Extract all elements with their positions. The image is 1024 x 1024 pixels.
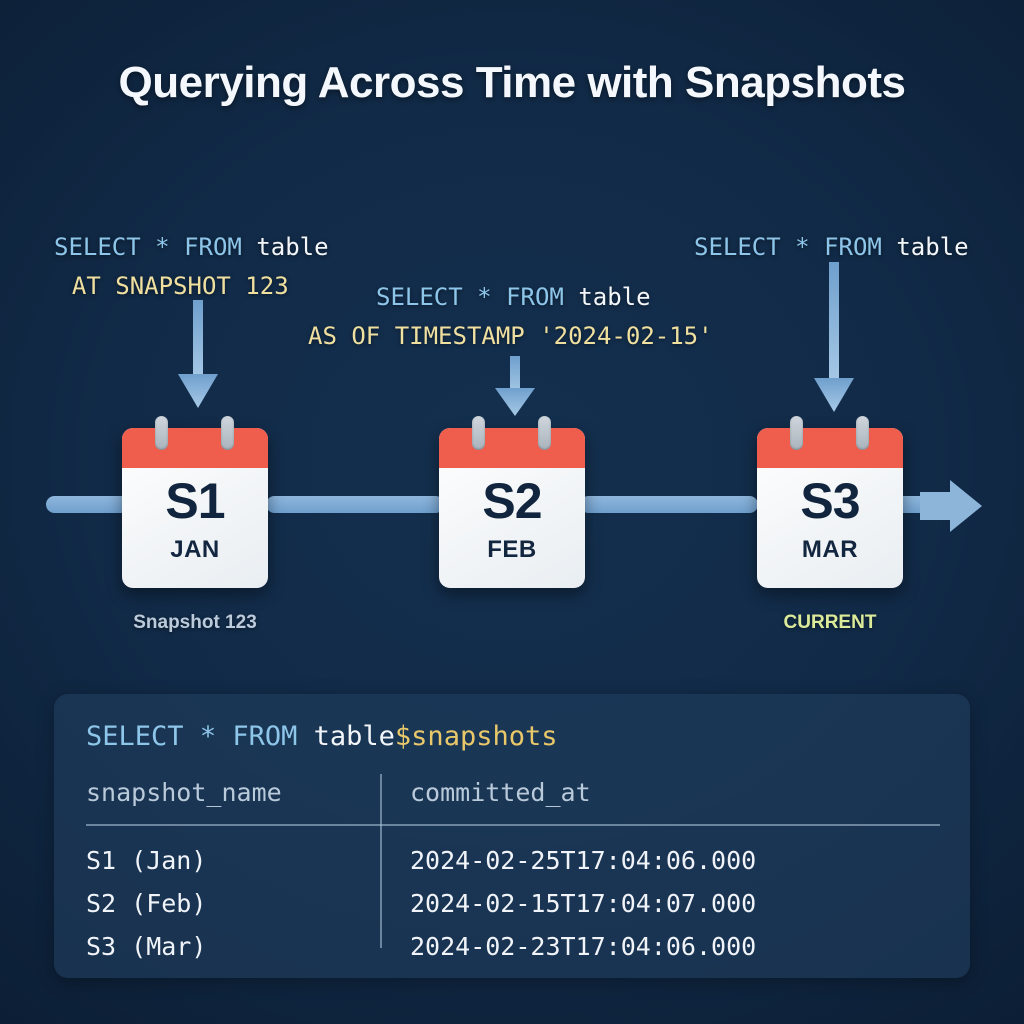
calendar-header: [122, 428, 268, 468]
arrow-down-to-s1: [178, 300, 218, 408]
sql-identifier-table: table: [578, 283, 651, 311]
sql-clause-as-of-timestamp: AS OF TIMESTAMP '2024-02-15': [308, 321, 713, 350]
sql-identifier-table: table: [896, 233, 969, 261]
table-header-divider: [86, 824, 940, 826]
snapshot-month: MAR: [801, 536, 859, 563]
calendar-ring-icon: [856, 416, 869, 450]
sql-keyword-select: SELECT: [86, 721, 184, 752]
sql-keyword-select: SELECT: [376, 283, 463, 311]
timeline-arrowhead-icon: [920, 480, 982, 532]
snapshot-id: S3: [800, 473, 860, 529]
sql-keyword-select: SELECT: [54, 233, 141, 261]
calendar-ring-icon: [221, 416, 234, 450]
cell-committed-at: 2024-02-25T17:04:06.000: [410, 846, 757, 875]
page-title: Querying Across Time with Snapshots: [118, 58, 906, 107]
timeline-segment-1: [46, 496, 130, 513]
snapshot-month: FEB: [487, 536, 537, 563]
sql-metadata-suffix: $snapshots: [394, 721, 558, 752]
table-row: S1 (Jan) 2024-02-25T17:04:06.000: [84, 839, 940, 882]
calendar-header: [439, 428, 585, 468]
timeline-segment-2: [266, 496, 444, 513]
cell-snapshot-name: S2 (Feb): [86, 889, 207, 918]
snapshot-card-s1[interactable]: S1 JAN: [122, 416, 268, 588]
sql-star: *: [477, 283, 492, 311]
cell-snapshot-name: S3 (Mar): [86, 932, 207, 961]
calendar-ring-icon: [155, 416, 168, 450]
arrow-down-to-s3: [814, 262, 854, 412]
snapshot-month: JAN: [170, 536, 220, 563]
table-row: S2 (Feb) 2024-02-15T17:04:07.000: [84, 882, 940, 925]
cell-committed-at: 2024-02-23T17:04:06.000: [410, 932, 757, 961]
snapshot-caption-s3: CURRENT: [783, 612, 877, 633]
sql-keyword-from: FROM: [824, 233, 882, 261]
cell-snapshot-name: S1 (Jan): [86, 846, 207, 875]
table-row: S3 (Mar) 2024-02-23T17:04:06.000: [84, 925, 940, 968]
calendar-header: [757, 428, 903, 468]
snapshots-table: snapshot_name committed_at S1 (Jan) 2024…: [84, 774, 940, 968]
sql-keyword-from: FROM: [184, 233, 242, 261]
column-header-committed-at: committed_at: [410, 778, 591, 807]
sql-star: *: [155, 233, 170, 261]
cell-committed-at: 2024-02-15T17:04:07.000: [410, 889, 757, 918]
snapshot-id: S1: [165, 473, 225, 529]
annotation-snapshot-query: SELECT * FROM table AT SNAPSHOT 123: [54, 228, 329, 306]
sql-identifier-table: table: [313, 721, 395, 752]
sql-star: *: [199, 721, 217, 752]
table-column-divider: [380, 774, 382, 948]
panel-query-text: SELECT * FROM table$snapshots: [86, 721, 557, 752]
calendar-ring-icon: [790, 416, 803, 450]
annotation-timestamp-query: SELECT * FROM table AS OF TIMESTAMP '202…: [308, 278, 713, 356]
timeline-segment-3: [580, 496, 758, 513]
sql-identifier-table: table: [256, 233, 329, 261]
sql-keyword-select: SELECT: [694, 233, 781, 261]
sql-star: *: [795, 233, 810, 261]
calendar-ring-icon: [472, 416, 485, 450]
snapshot-id: S2: [482, 473, 542, 529]
sql-keyword-from: FROM: [506, 283, 564, 311]
sql-keyword-from: FROM: [232, 721, 298, 752]
sql-clause-at-snapshot: AT SNAPSHOT 123: [71, 271, 289, 300]
calendar-ring-icon: [538, 416, 551, 450]
snapshot-card-s3[interactable]: S3 MAR: [757, 416, 903, 588]
snapshot-card-s2[interactable]: S2 FEB: [439, 416, 585, 588]
snapshots-result-panel: SELECT * FROM table$snapshots snapshot_n…: [54, 694, 970, 978]
snapshot-caption-s1: Snapshot 123: [133, 612, 257, 633]
column-header-snapshot-name: snapshot_name: [86, 778, 282, 807]
arrow-down-to-s2: [495, 356, 535, 416]
annotation-current-query: SELECT * FROM table: [694, 228, 969, 267]
table-header-row: snapshot_name committed_at: [84, 778, 940, 817]
